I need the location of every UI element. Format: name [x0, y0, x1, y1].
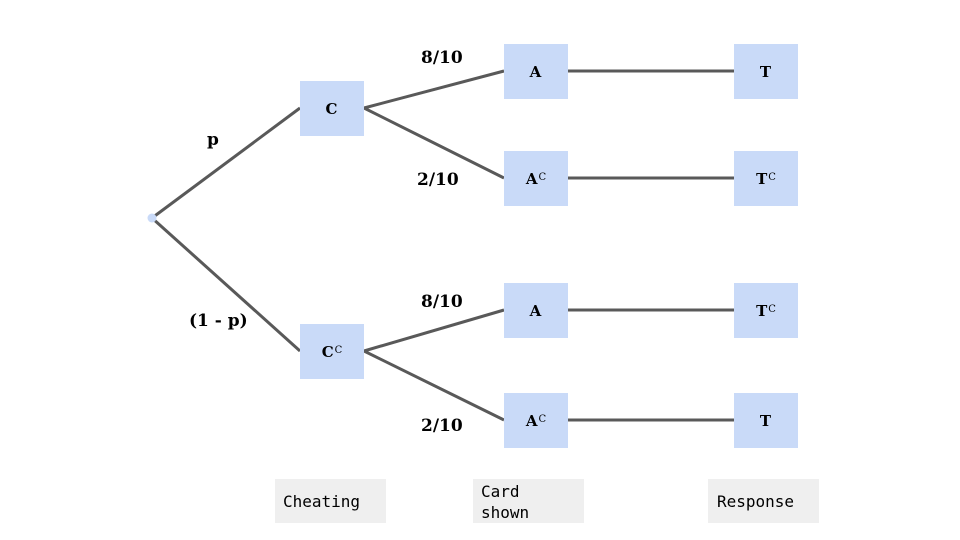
node-t1-label: T [759, 62, 772, 81]
node-a-bot-label: A [529, 301, 542, 320]
column-label-cheating-text: Cheating [283, 491, 361, 511]
column-label-cheating: Cheating [275, 479, 386, 523]
node-ac-bot-sup: C [538, 414, 547, 425]
node-ac-top-sup: C [538, 172, 547, 183]
root-dot [147, 213, 157, 223]
node-cc-sup: C [334, 345, 343, 356]
column-label-card-shown-line1: Card [481, 482, 520, 501]
edge-c-a [363, 69, 505, 110]
node-t2: T [734, 393, 798, 448]
prob-top-a: 8/10 [421, 48, 463, 68]
node-a-top-label: A [529, 62, 542, 81]
edge-root-cc [150, 216, 302, 353]
node-tc2-label: T [756, 301, 768, 320]
column-label-response-text: Response [717, 491, 795, 511]
prob-one-minus-p: (1 - p) [189, 311, 248, 331]
node-t1: T [734, 44, 798, 99]
node-ac-bot-label: A [525, 411, 538, 430]
prob-top-ac: 2/10 [417, 170, 459, 190]
node-cc-label: C [321, 342, 334, 361]
edge-cc-ac [363, 349, 505, 422]
node-tc2-sup: C [768, 304, 776, 315]
node-t2-label: T [759, 411, 772, 430]
node-tc1-label: T [756, 169, 768, 188]
node-ac-top-label: A [525, 169, 538, 188]
node-a-bot: A [504, 283, 568, 338]
prob-bot-ac: 2/10 [421, 416, 463, 436]
column-label-card-shown: Card shown [473, 479, 584, 523]
edge-cc-a [363, 308, 505, 353]
column-label-response: Response [708, 479, 819, 523]
node-tc1-sup: C [768, 172, 776, 183]
edge-c-ac [363, 106, 505, 180]
node-a-top: A [504, 44, 568, 99]
node-c: C [300, 81, 364, 136]
prob-p: p [207, 130, 219, 150]
node-c-label: C [325, 99, 338, 118]
prob-bot-a: 8/10 [421, 292, 463, 312]
edge-root-c [151, 106, 301, 220]
column-label-card-shown-line2: shown [481, 503, 530, 522]
